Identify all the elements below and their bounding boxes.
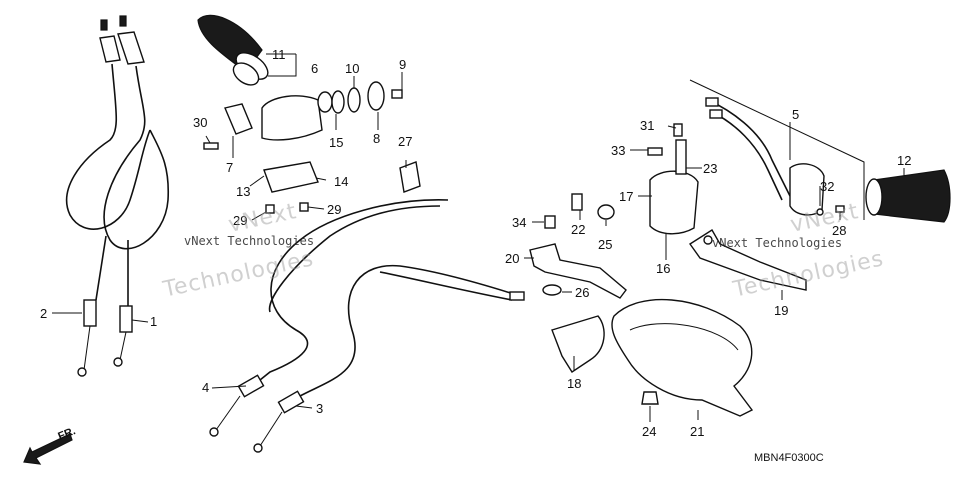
front-direction-arrow-icon bbox=[23, 433, 73, 465]
callout-2: 2 bbox=[40, 306, 48, 321]
throttle-housing bbox=[203, 81, 421, 214]
callout-8: 8 bbox=[373, 131, 381, 146]
drawing-code: MBN4F0300C bbox=[754, 452, 824, 464]
callout-13: 13 bbox=[236, 184, 251, 199]
callout-21: 21 bbox=[690, 424, 705, 439]
callout-28: 28 bbox=[832, 223, 847, 238]
callout-6: 6 bbox=[311, 61, 319, 76]
switch-and-grip bbox=[689, 79, 951, 223]
callout-19: 19 bbox=[774, 303, 789, 318]
callout-18: 18 bbox=[567, 376, 582, 391]
callout-12: 12 bbox=[897, 153, 912, 168]
throttle-grip bbox=[197, 14, 269, 86]
callout-32: 32 bbox=[820, 179, 835, 194]
callout-11: 11 bbox=[272, 47, 286, 62]
callout-16: 16 bbox=[656, 261, 671, 276]
callout-7: 7 bbox=[226, 160, 234, 175]
watermark-text-right: vNext Technologies bbox=[712, 236, 843, 250]
clutch-cable-assembly bbox=[209, 199, 525, 453]
throttle-cable-assembly bbox=[65, 15, 170, 377]
callout-9: 9 bbox=[399, 57, 407, 72]
callout-31: 31 bbox=[640, 118, 655, 133]
handguard bbox=[551, 298, 754, 417]
callout-5: 5 bbox=[792, 107, 800, 122]
watermark-text-left: vNext Technologies bbox=[184, 234, 315, 248]
callout-leaders bbox=[52, 53, 905, 422]
callout-15: 15 bbox=[329, 135, 344, 150]
callout-10: 10 bbox=[345, 61, 360, 76]
callout-1: 1 bbox=[150, 314, 158, 329]
callout-24: 24 bbox=[642, 424, 657, 439]
callout-3: 3 bbox=[316, 401, 324, 416]
callout-23: 23 bbox=[703, 161, 718, 176]
callout-34: 34 bbox=[512, 215, 527, 230]
callout-14: 14 bbox=[334, 174, 349, 189]
callout-26: 26 bbox=[575, 285, 590, 300]
callout-22: 22 bbox=[571, 222, 586, 237]
callout-4: 4 bbox=[202, 380, 210, 395]
callout-33: 33 bbox=[611, 143, 626, 158]
callout-30: 30 bbox=[193, 115, 208, 130]
callout-29-right: 29 bbox=[327, 202, 342, 217]
callout-25: 25 bbox=[598, 237, 613, 252]
clutch-lever-assembly bbox=[529, 123, 699, 299]
callout-20: 20 bbox=[505, 251, 520, 266]
callout-27: 27 bbox=[398, 134, 413, 149]
callout-17: 17 bbox=[619, 189, 634, 204]
callout-29-left: 29 bbox=[233, 213, 248, 228]
brake-lever bbox=[689, 229, 807, 291]
